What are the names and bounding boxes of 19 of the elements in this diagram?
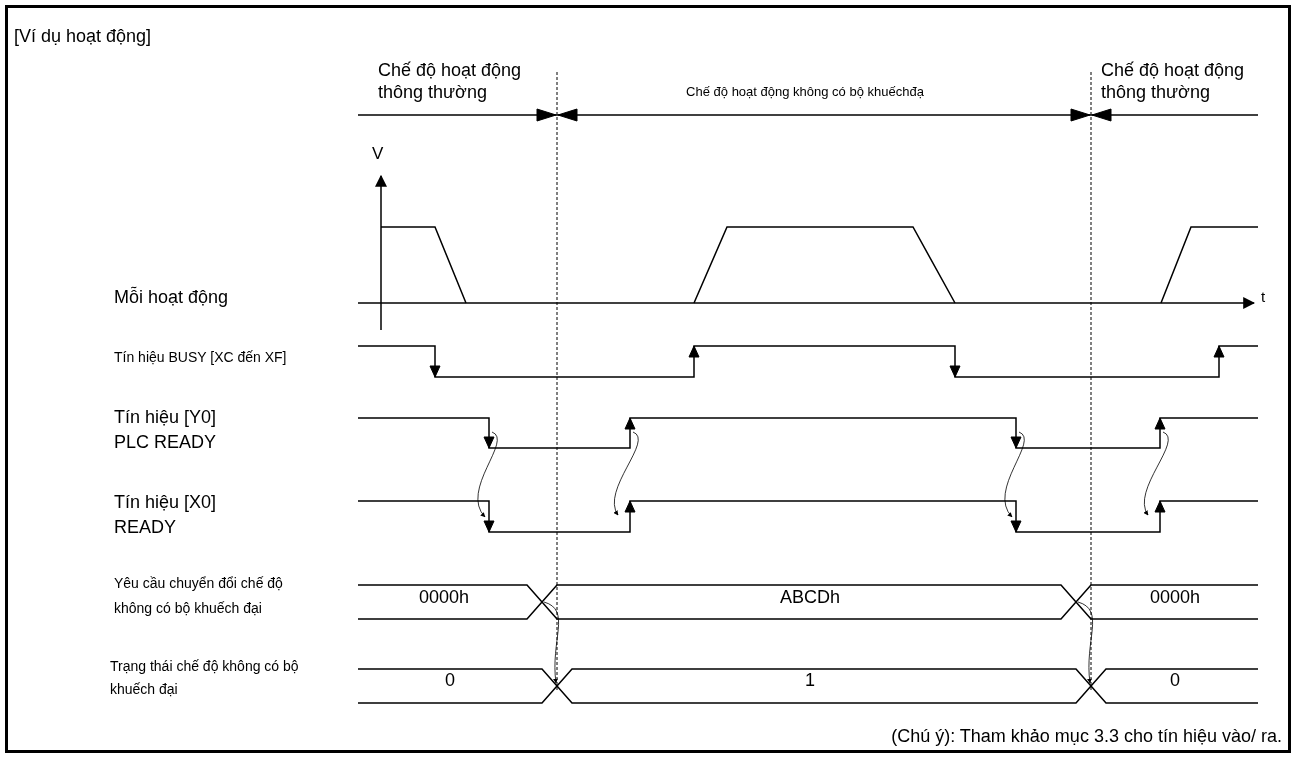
signal-name: Tín hiệu BUSY [XC đến XF] <box>114 348 288 366</box>
mode-label: Chế độ hoạt động thông thường <box>378 59 523 103</box>
signal-name: Tín hiệu [Y0] PLC READY <box>114 406 218 454</box>
axis-label: V <box>372 143 385 165</box>
diagram-title: [Ví dụ hoạt động] <box>14 25 152 47</box>
bus-value: 0000h <box>417 586 471 608</box>
mode-label: Chế độ hoạt động thông thường <box>1101 59 1246 103</box>
bus-value: 1 <box>804 669 816 691</box>
bus-value: ABCDh <box>779 586 841 608</box>
mode-label: Chế độ hoạt động không có bộ khuếchđạ <box>685 83 925 101</box>
note-text: (Chú ý): Tham khảo mục 3.3 cho tín hiệu vào/ ra. <box>891 725 1282 747</box>
signal-name: Tín hiệu [X0] READY <box>114 491 218 539</box>
signal-name: Yêu cầu chuyển đổi chế độ không có bộ khuếch đại <box>114 574 284 618</box>
signal-name: Trạng thái chế độ không có bộ khuếch đại <box>110 657 300 699</box>
bus-value: 0 <box>444 669 456 691</box>
signal-name: Mỗi hoạt động <box>114 286 230 308</box>
bus-value: 0 <box>1169 669 1181 691</box>
bus-value: 0000h <box>1148 586 1202 608</box>
axis-label: t <box>1261 287 1267 307</box>
